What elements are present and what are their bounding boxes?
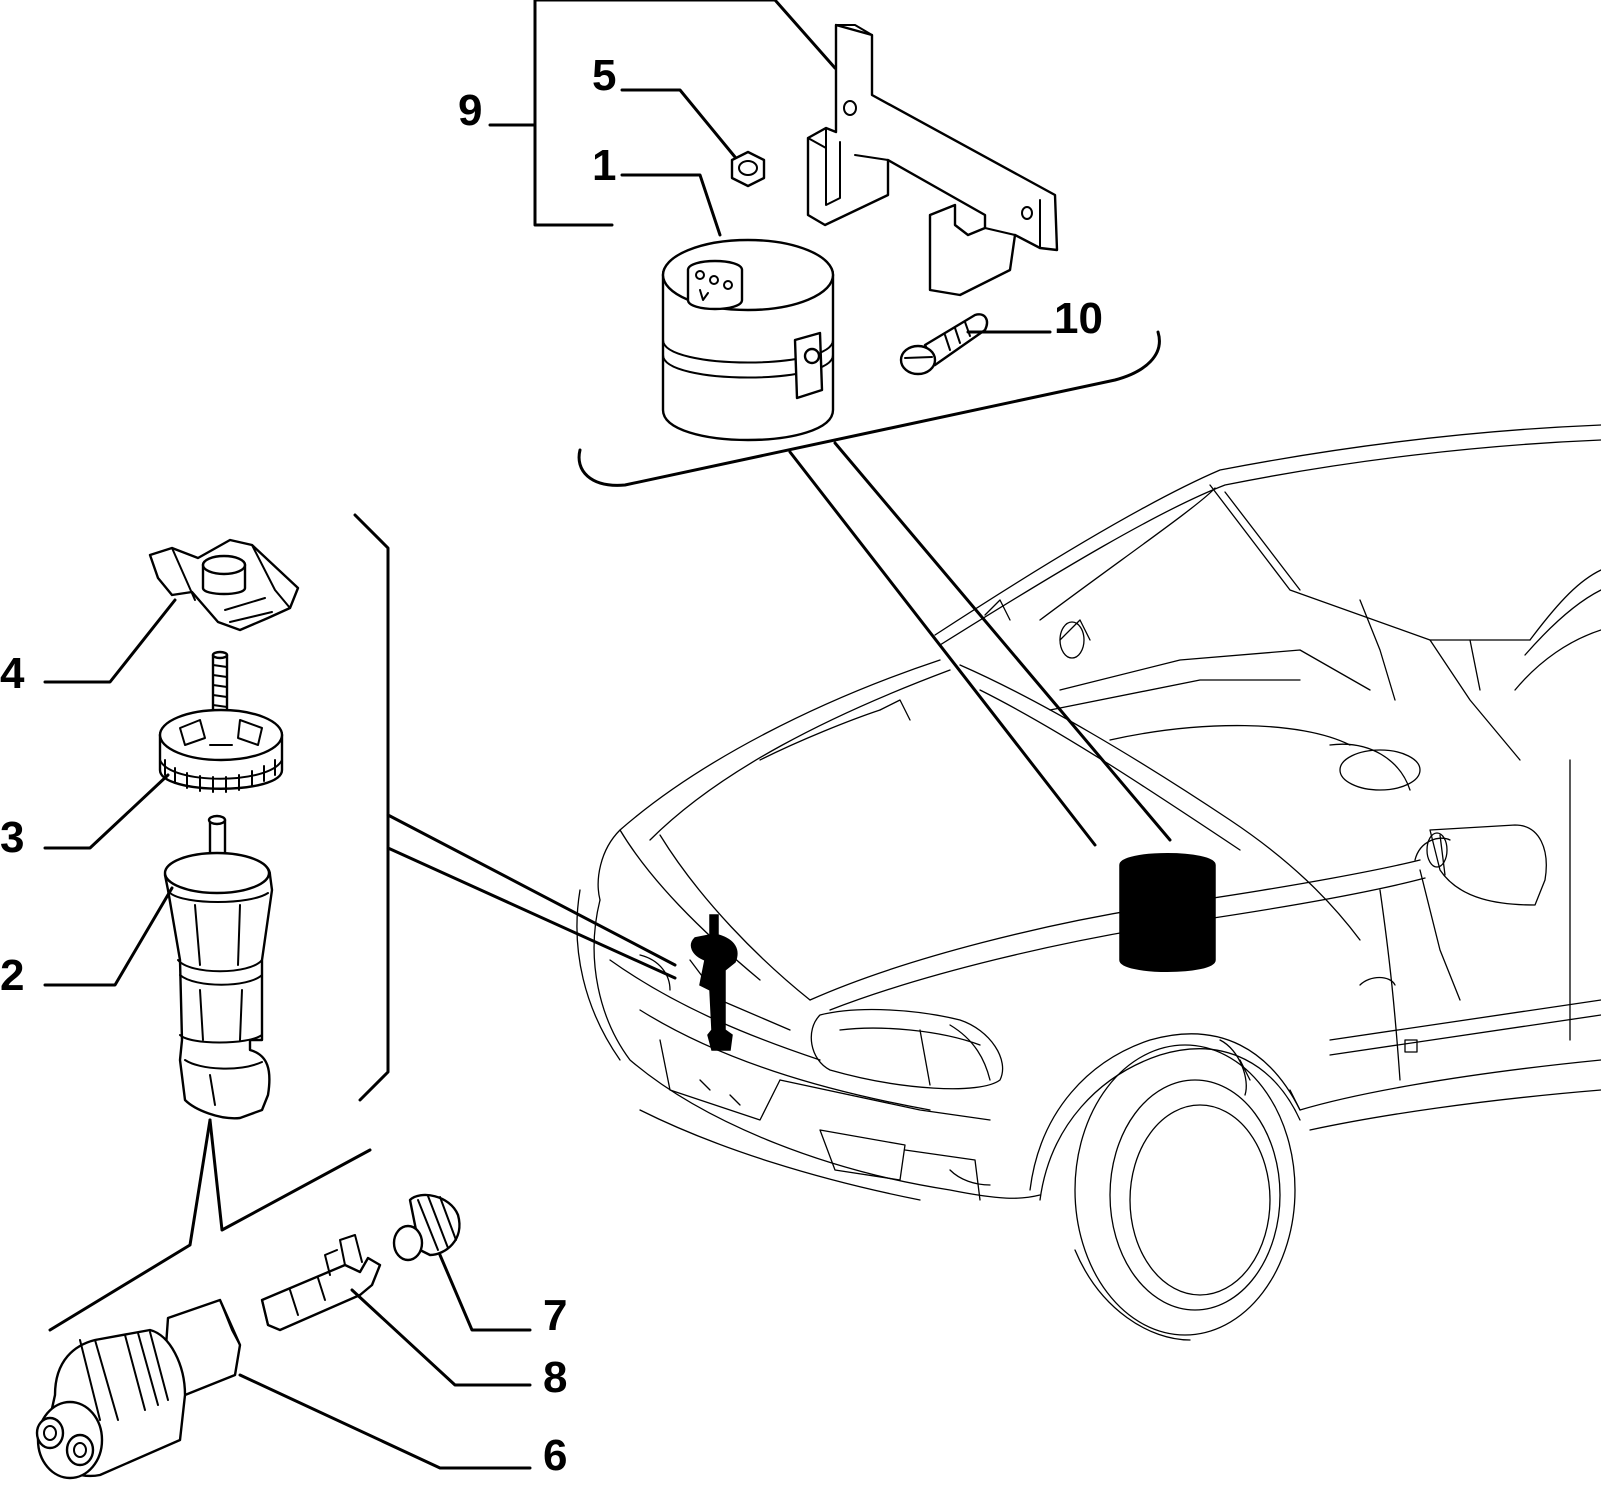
callout-8: 8: [543, 1353, 567, 1402]
part-7-grommet: [392, 1193, 461, 1262]
part-2-sensor: [163, 814, 274, 1120]
callout-2: 2: [0, 951, 24, 1000]
part-1-module: [661, 238, 835, 442]
callout-3: 3: [0, 813, 24, 862]
callout-9: 9: [458, 86, 482, 135]
car-outline: [576, 424, 1601, 1341]
callout-10: 10: [1054, 294, 1103, 343]
module-location-marker: [1119, 853, 1216, 972]
callout-7: 7: [543, 1291, 567, 1340]
callout-4: 4: [0, 649, 25, 698]
part-9-bracket: [806, 23, 1059, 297]
leader-lines: [43, 0, 1172, 1470]
part-6-connector: [35, 1298, 242, 1480]
callout-1: 1: [592, 141, 616, 190]
callout-6: 6: [543, 1431, 567, 1480]
part-3-knurled-nut: [158, 650, 284, 793]
part-5-nut: [730, 150, 766, 188]
callout-labels: 5 1 9 10 4 3 2 7 8 6: [0, 51, 1103, 1480]
part-8-terminal: [260, 1234, 382, 1332]
callout-5: 5: [592, 51, 616, 100]
part-4-clip: [148, 538, 300, 632]
part-10-screw: [899, 313, 989, 376]
sensor-location-marker: [690, 914, 738, 1051]
